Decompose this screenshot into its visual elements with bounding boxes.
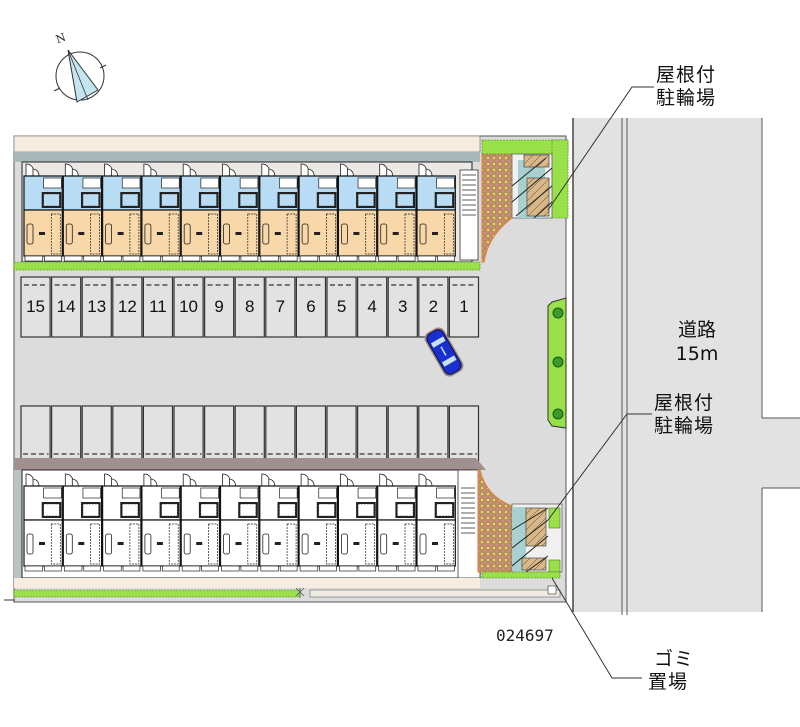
- parking-space-number: 8: [245, 297, 255, 316]
- parking-space-number: 4: [367, 297, 377, 316]
- bicycle-parking-south: [481, 503, 563, 595]
- apartment-unit: [377, 473, 417, 572]
- parking-space-7: [265, 276, 296, 338]
- car-icon: [424, 327, 464, 377]
- parking-space-3: [387, 276, 418, 338]
- parking-space-9: [204, 276, 235, 338]
- apartment-unit: [259, 473, 299, 572]
- parking-row-numbered: [20, 276, 480, 338]
- road-label: 道路 15m: [652, 318, 742, 366]
- apartment-unit: [337, 163, 378, 262]
- bicycle-parking-north: [481, 139, 569, 219]
- parking-space-number: 2: [428, 297, 439, 316]
- parking-space-4: [357, 276, 388, 338]
- parking-space-number: 3: [398, 297, 408, 316]
- road-width: 15m: [675, 343, 719, 365]
- apartment-unit: [298, 163, 339, 262]
- parking-space-number: 5: [336, 297, 347, 316]
- parking-space-15: [20, 276, 51, 338]
- apartment-unit: [101, 473, 142, 572]
- parking-space-5: [326, 276, 357, 338]
- parking-space-1: [448, 276, 480, 338]
- south-fence: [295, 587, 305, 598]
- apartment-unit: [416, 163, 456, 262]
- parking-space-13: [81, 276, 112, 338]
- apartment-unit: [180, 163, 221, 262]
- parking-space-number: 11: [149, 297, 167, 316]
- south-apartment-building: [14, 458, 486, 588]
- apartment-unit: [141, 163, 181, 262]
- parking-space-number: 14: [56, 297, 76, 316]
- parking-space-number: 6: [306, 297, 316, 316]
- apartment-unit: [219, 473, 260, 572]
- apartment-unit: [298, 473, 339, 572]
- parking-space-12: [112, 276, 143, 338]
- callout-line1: 屋根付: [654, 392, 715, 414]
- parking-space-number: 15: [26, 297, 45, 316]
- apartment-unit: [416, 473, 456, 572]
- north-apartment-building: [13, 135, 481, 263]
- south-hedge: [13, 589, 301, 598]
- apartment-unit: [62, 473, 103, 572]
- road-name: 道路: [677, 319, 716, 341]
- south-hedge-2: [309, 589, 561, 598]
- parking-space-number: 10: [179, 297, 198, 316]
- apartment-unit: [141, 473, 181, 572]
- callout-covered-bicycle-parking-north: 屋根付 駐輪場: [656, 64, 746, 110]
- property-code: 024697: [496, 626, 554, 645]
- parking-space-number: 1: [459, 297, 469, 316]
- callout-line2: 置場: [648, 671, 689, 693]
- apartment-unit: [337, 473, 378, 572]
- callout-line2: 駐輪場: [656, 87, 717, 109]
- parking-space-number: 12: [117, 297, 137, 316]
- north-arrow-icon: [53, 49, 107, 103]
- apartment-unit: [259, 163, 299, 262]
- north-hedge: [13, 261, 481, 271]
- apartment-unit: [62, 163, 103, 262]
- planter-island: [547, 297, 567, 429]
- parking-space-number: 13: [87, 297, 107, 316]
- callout-leaders: [547, 86, 654, 679]
- apartment-unit: [101, 163, 142, 262]
- apartment-unit: [23, 163, 63, 262]
- apartment-unit: [23, 473, 63, 572]
- road: [572, 118, 800, 615]
- callout-line2: 駐輪場: [654, 415, 715, 437]
- parking-space-number: 7: [275, 297, 286, 316]
- callout-garbage-area: ゴミ 置場: [648, 648, 718, 694]
- parking-space-11: [142, 276, 174, 338]
- parking-space-2: [418, 276, 449, 338]
- callout-covered-bicycle-parking-south: 屋根付 駐輪場: [654, 392, 744, 438]
- parking-space-6: [295, 276, 327, 338]
- apartment-unit: [377, 163, 417, 262]
- parking-space-10: [173, 276, 204, 338]
- apartment-unit: [180, 473, 221, 572]
- parking-space-14: [50, 276, 82, 338]
- callout-line1: 屋根付: [656, 64, 717, 86]
- parking-space-8: [234, 276, 265, 338]
- apartment-unit: [219, 163, 260, 262]
- callout-line1: ゴミ: [654, 648, 695, 670]
- parking-space-number: 9: [214, 297, 224, 316]
